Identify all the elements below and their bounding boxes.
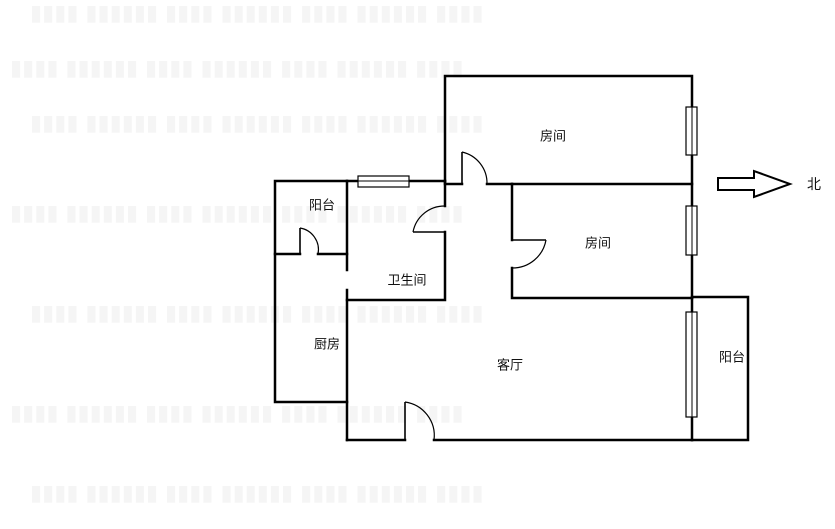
label-bedroom-south: 房间: [585, 236, 611, 252]
doors: [299, 151, 547, 441]
label-living-room: 客厅: [497, 358, 523, 374]
svg-text:▮▮▮▮ ▮▮▮▮▮▮ ▮▮▮▮ ▮▮▮▮▮▮ ▮▮▮▮ ▮: ▮▮▮▮ ▮▮▮▮▮▮ ▮▮▮▮ ▮▮▮▮▮▮ ▮▮▮▮ ▮▮▮▮▮▮ ▮▮▮▮: [30, 1, 484, 26]
svg-text:▮▮▮▮ ▮▮▮▮▮▮ ▮▮▮▮ ▮▮▮▮▮▮ ▮▮▮▮ ▮: ▮▮▮▮ ▮▮▮▮▮▮ ▮▮▮▮ ▮▮▮▮▮▮ ▮▮▮▮ ▮▮▮▮▮▮ ▮▮▮▮: [10, 201, 464, 226]
label-bedroom-north: 房间: [540, 129, 566, 145]
svg-text:▮▮▮▮ ▮▮▮▮▮▮ ▮▮▮▮ ▮▮▮▮▮▮ ▮▮▮▮ ▮: ▮▮▮▮ ▮▮▮▮▮▮ ▮▮▮▮ ▮▮▮▮▮▮ ▮▮▮▮ ▮▮▮▮▮▮ ▮▮▮▮: [10, 56, 464, 81]
svg-text:▮▮▮▮ ▮▮▮▮▮▮ ▮▮▮▮ ▮▮▮▮▮▮ ▮▮▮▮ ▮: ▮▮▮▮ ▮▮▮▮▮▮ ▮▮▮▮ ▮▮▮▮▮▮ ▮▮▮▮ ▮▮▮▮▮▮ ▮▮▮▮: [30, 111, 484, 136]
door-bedroom-north: [461, 151, 488, 185]
label-balcony-west: 阳台: [309, 199, 335, 214]
svg-text:▮▮▮▮ ▮▮▮▮▮▮ ▮▮▮▮ ▮▮▮▮▮▮ ▮▮▮▮ ▮: ▮▮▮▮ ▮▮▮▮▮▮ ▮▮▮▮ ▮▮▮▮▮▮ ▮▮▮▮ ▮▮▮▮▮▮ ▮▮▮▮: [10, 401, 464, 426]
watermark-layer: ▮▮▮▮ ▮▮▮▮▮▮ ▮▮▮▮ ▮▮▮▮▮▮ ▮▮▮▮ ▮▮▮▮▮▮ ▮▮▮▮…: [10, 1, 484, 506]
door-entrance: [404, 401, 435, 441]
label-kitchen: 厨房: [314, 337, 340, 353]
wall-west-outer: [273, 179, 349, 404]
room-labels: 房间 房间 阳台 卫生间 厨房 客厅 阳台: [309, 129, 745, 374]
wall-balcony-east: [690, 295, 750, 442]
door-balcony-west: [299, 227, 320, 255]
windows: [357, 106, 698, 418]
svg-text:▮▮▮▮ ▮▮▮▮▮▮ ▮▮▮▮ ▮▮▮▮▮▮ ▮▮▮▮ ▮: ▮▮▮▮ ▮▮▮▮▮▮ ▮▮▮▮ ▮▮▮▮▮▮ ▮▮▮▮ ▮▮▮▮▮▮ ▮▮▮▮: [30, 481, 484, 506]
wall-bedroom-north: [443, 74, 694, 300]
wall-bathroom-east-low: [345, 230, 447, 302]
compass-label: 北: [807, 177, 821, 193]
door-bedroom-south: [511, 239, 547, 269]
door-bathroom: [412, 205, 446, 233]
north-arrow-icon: [717, 169, 793, 199]
label-balcony-east: 阳台: [719, 351, 745, 366]
compass: 北: [717, 169, 821, 199]
wall-bedroom-south-bottom: [510, 266, 694, 300]
svg-text:▮▮▮▮ ▮▮▮▮▮▮ ▮▮▮▮ ▮▮▮▮▮▮ ▮▮▮▮ ▮: ▮▮▮▮ ▮▮▮▮▮▮ ▮▮▮▮ ▮▮▮▮▮▮ ▮▮▮▮ ▮▮▮▮▮▮ ▮▮▮▮: [30, 301, 484, 326]
label-bathroom: 卫生间: [387, 274, 426, 289]
